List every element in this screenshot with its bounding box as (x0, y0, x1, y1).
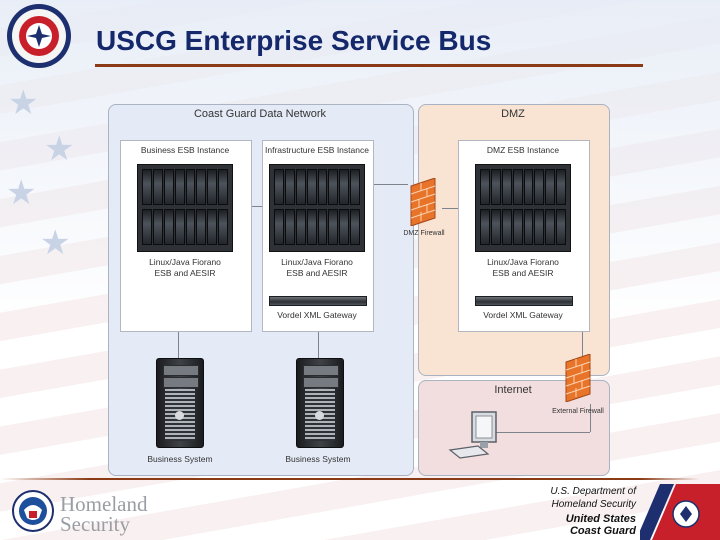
business-system-tower-icon-right (296, 358, 344, 448)
esb-architecture-diagram: Coast Guard Data Network DMZ Internet Bu… (100, 96, 620, 480)
coast-guard-line1: United States (565, 513, 636, 525)
dmz-gateway-label: Vordel XML Gateway (483, 310, 563, 320)
connector-infra-firewall (360, 184, 408, 185)
infrastructure-server-rack-icon (269, 164, 365, 252)
coast-guard-network-label: Coast Guard Data Network (193, 108, 327, 120)
connector-external-workstation (490, 432, 590, 433)
dhs-seal-icon (12, 490, 54, 532)
dmz-stack-line1: Linux/Java Fiorano (487, 257, 559, 267)
dmz-stack-line2: ESB and AESIR (492, 268, 554, 278)
connector-infra-business-system-down (318, 330, 319, 360)
dmz-firewall-icon (410, 178, 436, 226)
dept-line1: U.S. Department of (550, 486, 636, 497)
dhs-wordmark-line2: Security (60, 512, 130, 536)
business-system-label-left: Business System (147, 454, 213, 464)
business-server-rack-icon (137, 164, 233, 252)
dhs-wordmark-line1: Homeland (60, 492, 148, 516)
infrastructure-gateway-label: Vordel XML Gateway (277, 310, 357, 320)
internet-workstation-icon (448, 411, 497, 459)
infrastructure-xml-gateway-icon (269, 296, 367, 306)
external-firewall-icon (565, 354, 591, 402)
dmz-label: DMZ (501, 108, 525, 120)
connector-business-down (178, 330, 179, 360)
auxiliary-seal-icon (7, 4, 71, 68)
dept-line2: Homeland Security (551, 499, 636, 510)
business-stack-line1: Linux/Java Fiorano (149, 257, 221, 267)
page-title: USCG Enterprise Service Bus (96, 25, 492, 56)
external-firewall-label: External Firewall (552, 408, 604, 415)
coast-guard-line2: Coast Guard (569, 525, 636, 537)
business-stack-line2: ESB and AESIR (154, 268, 216, 278)
coast-guard-stripe-icon (640, 484, 720, 540)
connector-external-up (590, 404, 591, 432)
dmz-esb-label: DMZ ESB Instance (486, 145, 560, 155)
dmz-xml-gateway-icon (475, 296, 573, 306)
infrastructure-stack-line1: Linux/Java Fiorano (281, 257, 353, 267)
title-rule (95, 64, 643, 67)
business-system-tower-icon-left (156, 358, 204, 448)
business-esb-label: Business ESB Instance (140, 145, 230, 155)
dmz-firewall-label: DMZ Firewall (403, 230, 445, 237)
business-system-label-right: Business System (285, 454, 351, 464)
internet-label: Internet (494, 384, 532, 396)
infrastructure-esb-label: Infrastructure ESB Instance (265, 145, 369, 155)
infrastructure-stack-line2: ESB and AESIR (286, 268, 348, 278)
background-stars: ★ ★ ★ ★ (6, 84, 75, 262)
footer-rule (0, 478, 720, 480)
dmz-server-rack-icon (475, 164, 571, 252)
